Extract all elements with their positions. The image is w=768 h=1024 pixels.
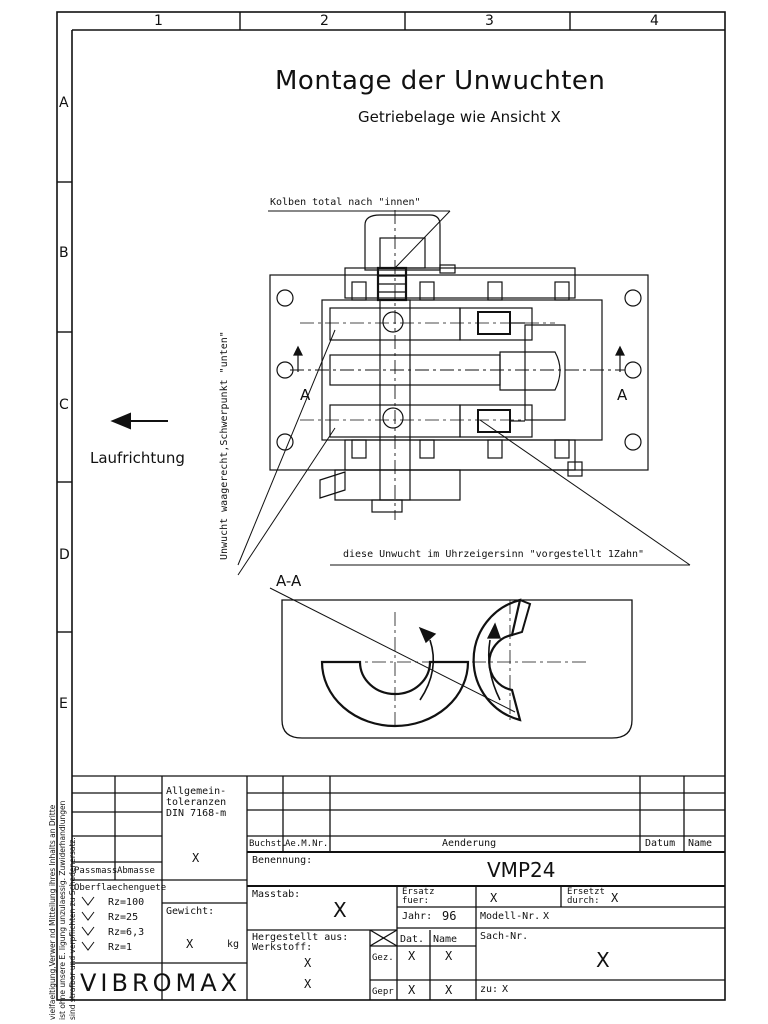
gepr-label: Gepr (372, 987, 394, 997)
zu-value: X (502, 984, 509, 995)
oberflaechenguete-label: Oberflaechenguete (74, 883, 167, 893)
ae-m-nr-header: Ae.M.Nr. (285, 839, 329, 849)
werkstoff-value-2: X (304, 977, 312, 991)
tolerance-value: X (192, 851, 200, 865)
modell-label: Modell-Nr. (480, 911, 541, 922)
tolerance-label-1: Allgemein- (166, 786, 227, 797)
annotation-unwucht: Unwucht waagerecht,Schwerpunkt "unten" (219, 331, 230, 560)
copyright-notice: vielfaeltigung,Verwer nd Mitteilung ihre… (48, 800, 77, 1020)
werkstoff-label: Werkstoff: (252, 942, 313, 953)
outer-frame (56, 11, 726, 1001)
section-label-right: A (617, 386, 628, 404)
modell-value: X (543, 911, 550, 922)
zu-label: zu: (480, 984, 499, 995)
laufrichtung-arrow (110, 412, 168, 430)
drawing-title: Montage der Unwuchten (275, 66, 606, 96)
gepr-dat-value: X (408, 983, 416, 997)
title-block-lines (72, 775, 725, 1000)
jahr-label: Jahr: (402, 911, 433, 922)
massstab-value: X (333, 898, 347, 922)
surface-rz100: Rz=100 (108, 897, 145, 908)
gepr-name-value: X (445, 983, 453, 997)
annotation-kolben: Kolben total nach "innen" (270, 197, 421, 208)
benennung-value: VMP24 (487, 858, 556, 882)
massstab-label: Masstab: (252, 889, 301, 900)
row-label-d: D (59, 547, 70, 563)
gearbox-view (269, 210, 649, 520)
name-header-2: Name (433, 934, 458, 945)
ersatz-fuer-label-1: Ersatz (402, 887, 435, 897)
row-label-e: E (59, 696, 68, 712)
ersetzt-durch-label-1: Ersetzt (567, 887, 605, 897)
gewicht-label: Gewicht: (166, 906, 215, 917)
buchst-header: Buchst. (249, 839, 287, 849)
gez-label: Gez. (372, 953, 394, 963)
ersetzt-durch-label-2: durch: (567, 896, 600, 906)
ersatz-fuer-value: X (490, 891, 498, 905)
surface-rz63: Rz=6,3 (108, 927, 145, 938)
dat-header: Dat. (400, 934, 425, 945)
surface-rz1: Rz=1 (108, 942, 133, 953)
drawing-subtitle: Getriebelage wie Ansicht X (358, 108, 561, 126)
name-header: Name (688, 838, 713, 849)
gewicht-unit: kg (227, 939, 240, 950)
section-label-left: A (300, 386, 311, 404)
column-label-3: 3 (485, 13, 494, 29)
column-label-2: 2 (320, 13, 329, 29)
leader-lines (237, 210, 691, 713)
surface-rz25: Rz=25 (108, 912, 139, 923)
annotation-uhrzeiger: diese Unwucht im Uhrzeigersinn "vorgeste… (343, 549, 645, 560)
gez-name-value: X (445, 949, 453, 963)
sach-nr-value: X (596, 948, 610, 972)
aenderung-header: Aenderung (442, 838, 497, 849)
column-label-1: 1 (154, 13, 163, 29)
ersetzt-durch-value: X (611, 891, 619, 905)
gez-dat-value: X (408, 949, 416, 963)
row-label-a: A (59, 95, 69, 111)
sach-nr-label: Sach-Nr. (480, 931, 529, 942)
gewicht-value: X (186, 937, 194, 951)
datum-header: Datum (645, 838, 676, 849)
column-label-4: 4 (650, 13, 659, 29)
passmass-label: Passmass (74, 866, 118, 876)
benennung-label: Benennung: (252, 855, 313, 866)
company-logo: VIBROMAX (80, 969, 242, 997)
tolerance-label-2: toleranzen (166, 797, 227, 808)
tolerance-label-3: DIN 7168-m (166, 808, 227, 819)
laufrichtung-label: Laufrichtung (90, 449, 185, 467)
abmasse-label: Abmasse (117, 866, 155, 876)
werkstoff-value-1: X (304, 956, 312, 970)
section-aa-view (281, 598, 633, 739)
row-label-c: C (59, 397, 69, 413)
row-label-b: B (59, 245, 69, 261)
section-view-label: A-A (276, 572, 302, 590)
ersatz-fuer-label-2: fuer: (402, 896, 430, 906)
jahr-value: 96 (442, 909, 457, 923)
hergestellt-label: Hergestellt aus: (252, 932, 349, 943)
